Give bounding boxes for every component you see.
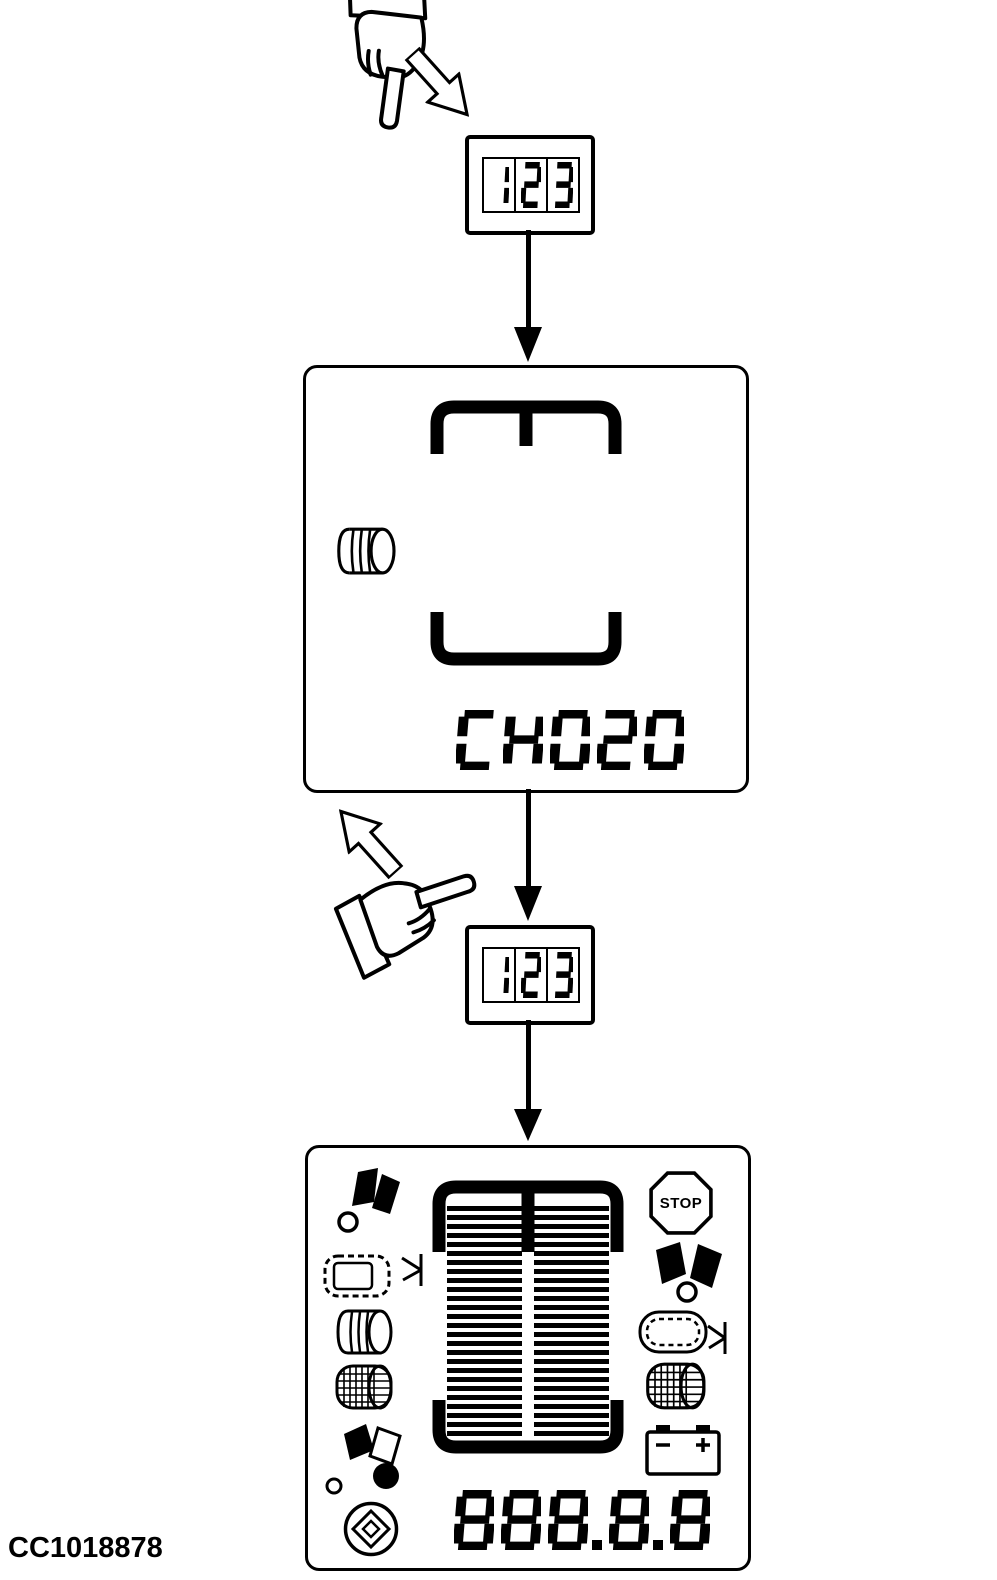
channel-select-button[interactable]: [465, 135, 595, 235]
bale-chamber-top-icon: [424, 394, 628, 456]
net-roll-mesh-icon: [644, 1360, 718, 1412]
flow-arrow-down-icon: [513, 789, 543, 922]
figure-code: CC1018878: [8, 1532, 163, 1564]
bale-dashed-knife-icon: [322, 1246, 427, 1301]
keypad-digits: [482, 947, 580, 1003]
bale-chamber-bottom-icon: [426, 1398, 630, 1460]
bale-full-stripes-left: [447, 1206, 522, 1440]
flow-arrow-down-icon: [513, 1020, 543, 1142]
stop-sign-label: STOP: [659, 1194, 703, 1212]
keypad-digits: [482, 157, 580, 213]
channel-code-readout: [456, 710, 691, 770]
round-bale-side-icon: [334, 1308, 400, 1356]
bale-chamber-top-icon: [426, 1174, 630, 1270]
press-arrow-icon: [395, 38, 486, 132]
bale-full-stripes-right: [534, 1206, 609, 1440]
pointing-hand-icon: [328, 853, 499, 987]
net-dashed-knife-icon: [638, 1306, 730, 1358]
release-arrow-icon: [322, 794, 413, 888]
wrap-flaps-solid-icon: [646, 1240, 736, 1310]
stop-sign-icon: STOP: [648, 1170, 714, 1236]
rotor-diamond-icon: [342, 1500, 400, 1558]
flow-arrow-down-icon: [513, 230, 543, 363]
bale-chamber-bottom-icon: [424, 610, 628, 672]
twine-wrap-flaps-icon: [330, 1166, 415, 1244]
monitor-display-test-screen: STOP: [305, 1145, 751, 1571]
net-roll-mesh-icon: [334, 1362, 404, 1412]
battery-icon: [644, 1420, 722, 1478]
segment-test-readout: [454, 1490, 717, 1550]
twine-arms-balls-icon: [322, 1420, 422, 1500]
round-bale-side-icon: [334, 526, 404, 576]
monitor-display-channel-screen: [303, 365, 749, 793]
channel-select-button[interactable]: [465, 925, 595, 1025]
